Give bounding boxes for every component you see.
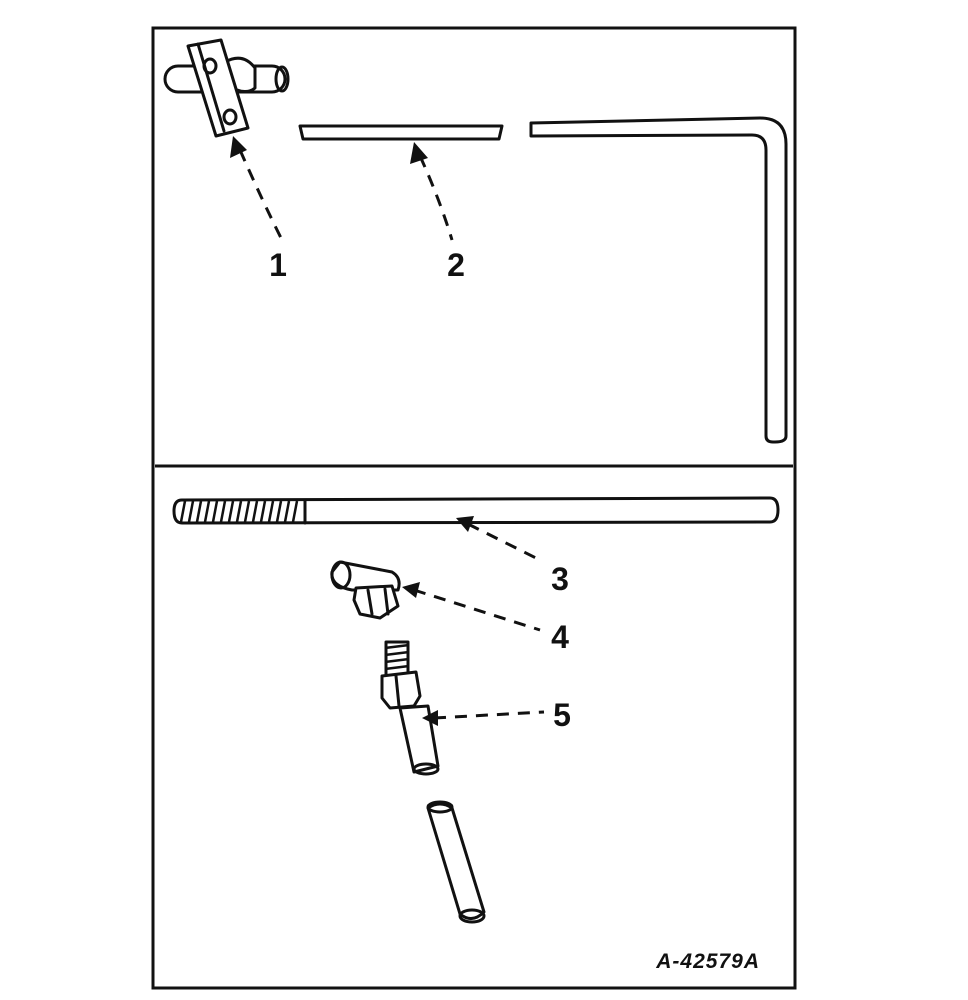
part-3-threaded-rod (172, 496, 780, 525)
figure-id: A-42579A (655, 950, 760, 973)
arrowhead-5 (422, 710, 438, 726)
callout-3: 3 (551, 561, 569, 597)
callout-4: 4 (551, 619, 569, 655)
arrowhead-2 (410, 142, 428, 164)
leader-lines (230, 136, 545, 726)
callout-2: 2 (447, 247, 465, 283)
part-1-bracket (163, 38, 290, 138)
arrowhead-3 (456, 516, 474, 532)
leader-2 (418, 155, 454, 241)
part-5-tube (426, 800, 486, 924)
part-4-swivel-tee (330, 560, 401, 620)
diagram-frame (151, 26, 797, 990)
part-2-rods (298, 116, 788, 444)
leader-1 (238, 149, 284, 241)
part-5-stud (380, 640, 440, 776)
arrowhead-1 (230, 136, 247, 158)
leader-4 (413, 588, 541, 632)
arrowhead-4 (402, 582, 420, 598)
leader-3 (467, 522, 541, 562)
callout-1: 1 (269, 247, 287, 283)
callout-5: 5 (553, 697, 571, 733)
leader-5 (433, 710, 545, 720)
